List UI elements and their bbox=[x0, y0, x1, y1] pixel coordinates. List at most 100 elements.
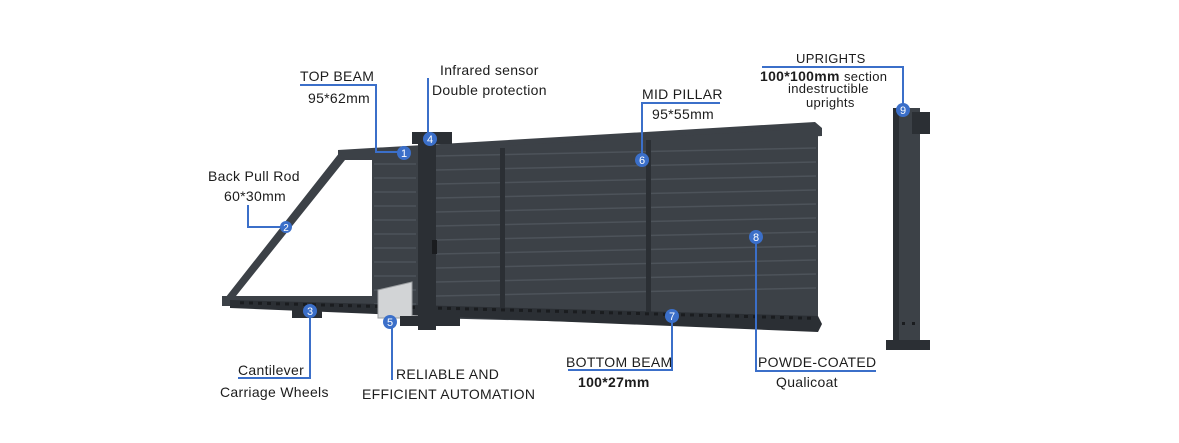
beam-hole bbox=[303, 303, 307, 306]
uprights-extra-2: uprights bbox=[806, 95, 855, 110]
automation-detail: EFFICIENT AUTOMATION bbox=[362, 386, 536, 402]
beam-hole bbox=[735, 314, 739, 318]
beam-hole bbox=[330, 303, 334, 307]
automation-title: RELIABLE AND bbox=[396, 366, 500, 382]
svg-text:8: 8 bbox=[753, 232, 759, 244]
beam-hole bbox=[726, 314, 730, 318]
beam-hole bbox=[492, 308, 496, 312]
beam-hole bbox=[501, 308, 505, 312]
beam-hole bbox=[699, 313, 703, 317]
beam-hole bbox=[528, 309, 532, 313]
uprights-detail-bold: 100*100mm bbox=[760, 68, 840, 84]
back-pull-rod-frame bbox=[222, 152, 382, 306]
top-beam-detail: 95*62mm bbox=[308, 90, 371, 106]
beam-hole bbox=[456, 307, 460, 311]
powder-coated-title: POWDE-COATED bbox=[758, 354, 877, 370]
beam-hole bbox=[609, 311, 613, 315]
beam-hole bbox=[789, 316, 793, 320]
marker-7: 7 bbox=[665, 309, 679, 323]
beam-hole bbox=[474, 307, 478, 311]
callout-leaders bbox=[238, 66, 904, 380]
marker-2: 2 bbox=[280, 221, 292, 234]
marker-4: 4 bbox=[423, 132, 437, 146]
main-panel bbox=[428, 128, 818, 328]
beam-hole bbox=[627, 311, 631, 315]
top-beam-title: TOP BEAM bbox=[300, 68, 375, 84]
beam-hole bbox=[348, 304, 352, 308]
panel-slat bbox=[435, 175, 817, 185]
beam-hole bbox=[600, 311, 604, 315]
divider-left bbox=[500, 148, 505, 308]
marker-9: 9 bbox=[896, 103, 910, 117]
panel-slat bbox=[435, 189, 817, 199]
beam-hole bbox=[690, 313, 694, 317]
beam-hole bbox=[465, 307, 469, 311]
svg-text:4: 4 bbox=[427, 134, 433, 146]
back-pull-rod-detail: 60*30mm bbox=[224, 188, 287, 204]
beam-hole bbox=[564, 310, 568, 314]
bottom-beam-detail: 100*27mm bbox=[578, 374, 650, 390]
beam-hole bbox=[717, 314, 721, 318]
panel-slat bbox=[435, 287, 817, 297]
uprights-extra-1: indestructible bbox=[788, 81, 869, 96]
panel-slat bbox=[435, 245, 817, 255]
uprights-detail-row: 100*100mm section bbox=[760, 68, 887, 85]
beam-hole bbox=[438, 306, 442, 310]
svg-text:6: 6 bbox=[639, 155, 645, 167]
beam-hole bbox=[276, 302, 280, 306]
beam-hole bbox=[555, 309, 559, 313]
panel-slat bbox=[435, 217, 817, 227]
beam-hole bbox=[573, 310, 577, 314]
beam-hole bbox=[645, 312, 649, 316]
marker-5: 5 bbox=[383, 315, 397, 329]
beam-hole bbox=[339, 304, 343, 307]
back-pull-rod-title: Back Pull Rod bbox=[208, 168, 300, 184]
beam-hole bbox=[537, 309, 541, 313]
beam-hole bbox=[582, 310, 586, 314]
main-post bbox=[418, 138, 436, 330]
beam-hole bbox=[762, 315, 766, 319]
marker-6: 6 bbox=[635, 153, 649, 167]
panel-slat bbox=[435, 147, 817, 157]
svg-text:2: 2 bbox=[283, 223, 289, 234]
cantilever-detail: Carriage Wheels bbox=[220, 384, 329, 400]
upright-post bbox=[898, 108, 920, 344]
beam-hole bbox=[258, 301, 262, 305]
upright-base bbox=[886, 340, 930, 350]
bottom-beam-title: BOTTOM BEAM bbox=[566, 354, 673, 370]
svg-text:5: 5 bbox=[387, 317, 393, 329]
panel-slat bbox=[435, 259, 817, 269]
beam-hole bbox=[546, 309, 550, 313]
panel-slat bbox=[435, 203, 817, 213]
marker-8: 8 bbox=[749, 230, 763, 244]
beam-hole bbox=[618, 311, 622, 315]
beam-hole bbox=[780, 316, 784, 319]
beam-hole bbox=[708, 314, 712, 317]
beam-hole bbox=[636, 312, 640, 315]
beam-hole bbox=[591, 310, 595, 314]
beam-hole bbox=[375, 304, 379, 308]
beam-hole bbox=[510, 308, 514, 312]
marker-1: 1 bbox=[397, 146, 411, 160]
beam-hole bbox=[357, 304, 361, 308]
beam-hole bbox=[366, 304, 370, 308]
beam-hole bbox=[447, 306, 451, 310]
mid-pillar-title: MID PILLAR bbox=[642, 86, 723, 102]
svg-text:9: 9 bbox=[900, 105, 906, 117]
beam-hole bbox=[483, 307, 487, 311]
cantilever-title: Cantilever bbox=[238, 362, 305, 378]
marker-3: 3 bbox=[303, 304, 317, 318]
uprights-title: UPRIGHTS bbox=[796, 51, 866, 66]
uprights-detail: section bbox=[843, 69, 888, 84]
beam-hole bbox=[681, 313, 685, 317]
svg-text:3: 3 bbox=[307, 306, 313, 318]
powder-coated-detail: Qualicoat bbox=[776, 374, 838, 390]
panel-slat bbox=[435, 161, 817, 171]
svg-text:7: 7 bbox=[669, 311, 675, 323]
svg-text:1: 1 bbox=[401, 148, 407, 160]
mid-pillar-detail: 95*55mm bbox=[652, 106, 715, 122]
panel-slat bbox=[435, 273, 817, 283]
beam-hole bbox=[249, 301, 253, 305]
